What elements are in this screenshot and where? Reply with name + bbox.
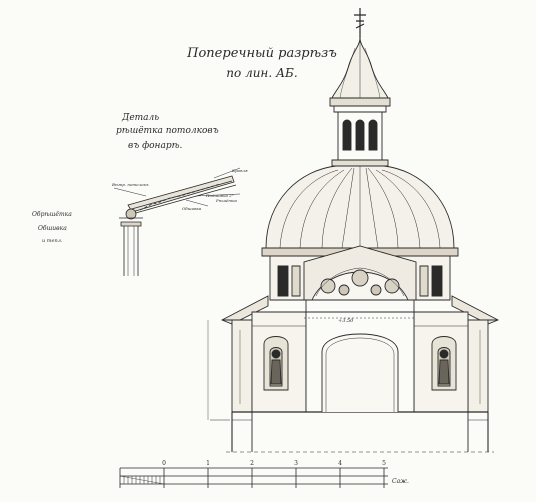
scale-label-1: 1: [206, 460, 210, 467]
main-dome: [261, 165, 459, 257]
level-mark: +3.50: [338, 318, 354, 324]
detail-callout-4: Рѣшётка: [215, 198, 238, 203]
main-body: [231, 299, 489, 413]
foundation: [210, 412, 494, 453]
detail-caption-line3: въ фонарѣ.: [128, 141, 183, 151]
detail-callout-2: Обшивка: [182, 206, 202, 211]
eave-detail: [113, 167, 241, 276]
left-note-line3: и тепл.: [42, 238, 63, 244]
scale-label-0: 0: [162, 460, 166, 467]
drawing-title-line1: Поперечный разрѣзъ: [186, 46, 337, 61]
scale-bar: [119, 467, 388, 488]
detail-caption-line2: рѣшётка потолковъ: [116, 126, 219, 136]
scale-label-4: 4: [338, 460, 342, 467]
lantern-drum: [329, 97, 391, 167]
scale-caption: Саж.: [392, 478, 409, 485]
detail-callout-5: Вѣтр. потолокъ: [111, 182, 149, 187]
detail-caption-line1: Деталь: [121, 113, 159, 123]
left-side-roof: [220, 295, 269, 325]
left-note-line2: Обшивка: [38, 225, 67, 232]
cross-finial: [354, 8, 366, 38]
drawing-title-line2: по лин. АБ.: [226, 66, 297, 80]
scale-label-5: 5: [382, 460, 386, 467]
arch-head: [303, 245, 417, 301]
detail-callout-1: Кровля: [231, 168, 248, 173]
detail-callout-3: Подшивка 2": [205, 193, 234, 198]
right-side-roof: [451, 295, 500, 325]
scale-label-2: 2: [250, 460, 254, 467]
scale-label-3: 3: [294, 460, 298, 467]
church-section: [210, 8, 500, 453]
left-note-line1: Обрѣшётка: [32, 211, 72, 218]
